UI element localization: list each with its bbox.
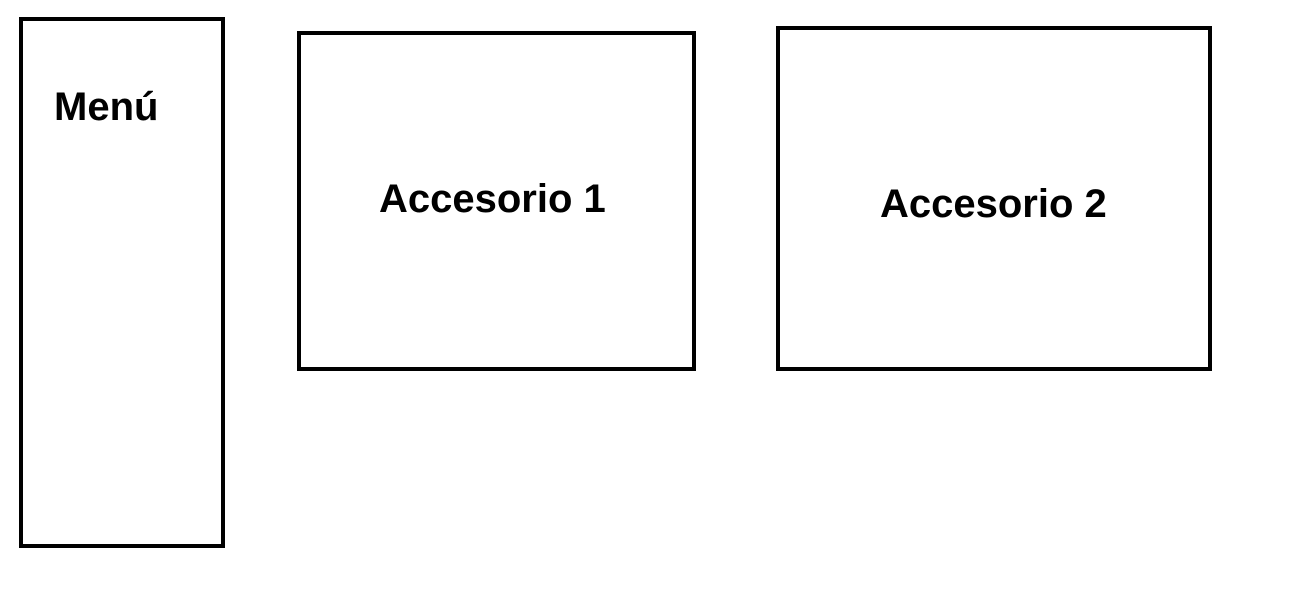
accessory-2-panel[interactable]: Accesorio 2 <box>776 26 1212 371</box>
menu-panel[interactable]: Menú <box>19 17 225 548</box>
accessory-2-label: Accesorio 2 <box>880 182 1107 226</box>
accessory-1-label: Accesorio 1 <box>379 177 606 221</box>
menu-label: Menú <box>54 85 159 129</box>
accessory-1-panel[interactable]: Accesorio 1 <box>297 31 696 371</box>
